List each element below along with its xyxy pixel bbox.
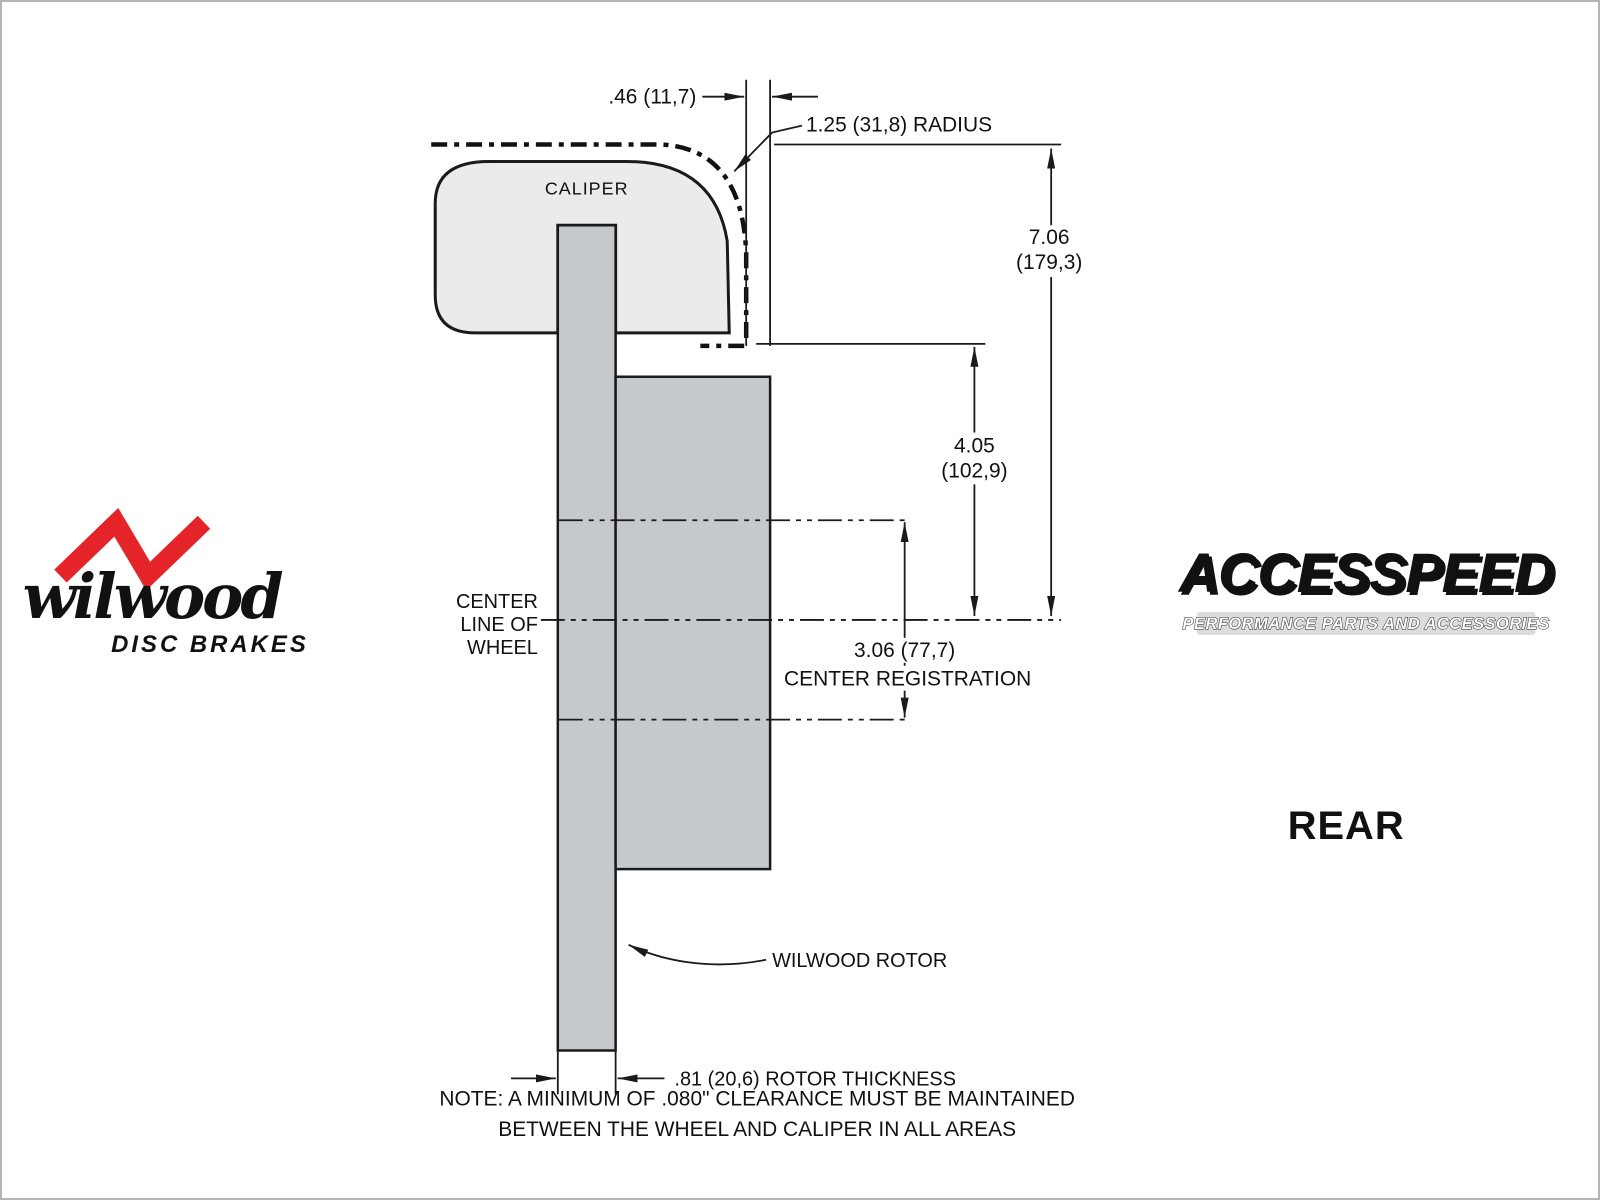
- dim-overall-height-mm: (179,3): [1016, 251, 1082, 274]
- dim-top-gap: .46 (11,7): [608, 86, 696, 109]
- radius-leader-line: [733, 124, 803, 173]
- dim-caliper-to-center-bg: [929, 432, 1020, 485]
- wilwood-logo-text: wilwood: [23, 560, 283, 633]
- position-label: REAR: [1288, 804, 1405, 848]
- dim-rotor-thickness: .81 (20,6) ROTOR THICKNESS: [674, 1068, 956, 1090]
- dim-radius: 1.25 (31,8) RADIUS: [806, 114, 992, 137]
- dim-center-registration-bg: [847, 637, 964, 663]
- accesspeed-logo-shadow: ACCESSPEED: [1180, 544, 1557, 607]
- caliper-shape: [433, 159, 731, 335]
- rotor-leader-line: [628, 944, 767, 966]
- dim-caliper-to-center-in: 4.05: [954, 434, 995, 457]
- accesspeed-logo-tagline: PERFORMANCE PARTS AND ACCESSORIES: [1183, 615, 1550, 633]
- accesspeed-tagline-band: [1196, 611, 1536, 635]
- dim-overall-height-bg: [1009, 225, 1094, 278]
- accesspeed-logo-text: ACCESSPEED: [1177, 541, 1554, 604]
- note-line-1: NOTE: A MINIMUM OF .080" CLEARANCE MUST …: [439, 1087, 1075, 1110]
- rotor-hat-section: [614, 375, 772, 871]
- accesspeed-logo: ACCESSPEED ACCESSPEED PERFORMANCE PARTS …: [1177, 541, 1557, 635]
- dim-caliper-to-center-mm: (102,9): [941, 459, 1007, 482]
- caliper-label: CALIPER: [545, 178, 629, 198]
- note-line-2: BETWEEN THE WHEEL AND CALIPER IN ALL ARE…: [498, 1118, 1016, 1141]
- centerline-label-3: WHEEL: [467, 637, 538, 659]
- wilwood-swoosh-icon: [54, 507, 211, 591]
- centerline-label-1: CENTER: [456, 591, 538, 613]
- dim-center-registration-label-bg: [790, 665, 1028, 691]
- rotor-label: WILWOOD ROTOR: [772, 950, 947, 972]
- dim-overall-height-in: 7.06: [1029, 226, 1070, 249]
- rotor-disc-section: [556, 224, 617, 1052]
- dim-center-registration-value: 3.06 (77,7): [854, 639, 955, 662]
- wilwood-logo-tagline: DISC BRAKES: [111, 631, 309, 658]
- centerline-label-2: LINE OF: [460, 614, 538, 636]
- wilwood-logo: wilwood DISC BRAKES: [23, 507, 309, 658]
- dim-center-registration-label: CENTER REGISTRATION: [784, 668, 1031, 691]
